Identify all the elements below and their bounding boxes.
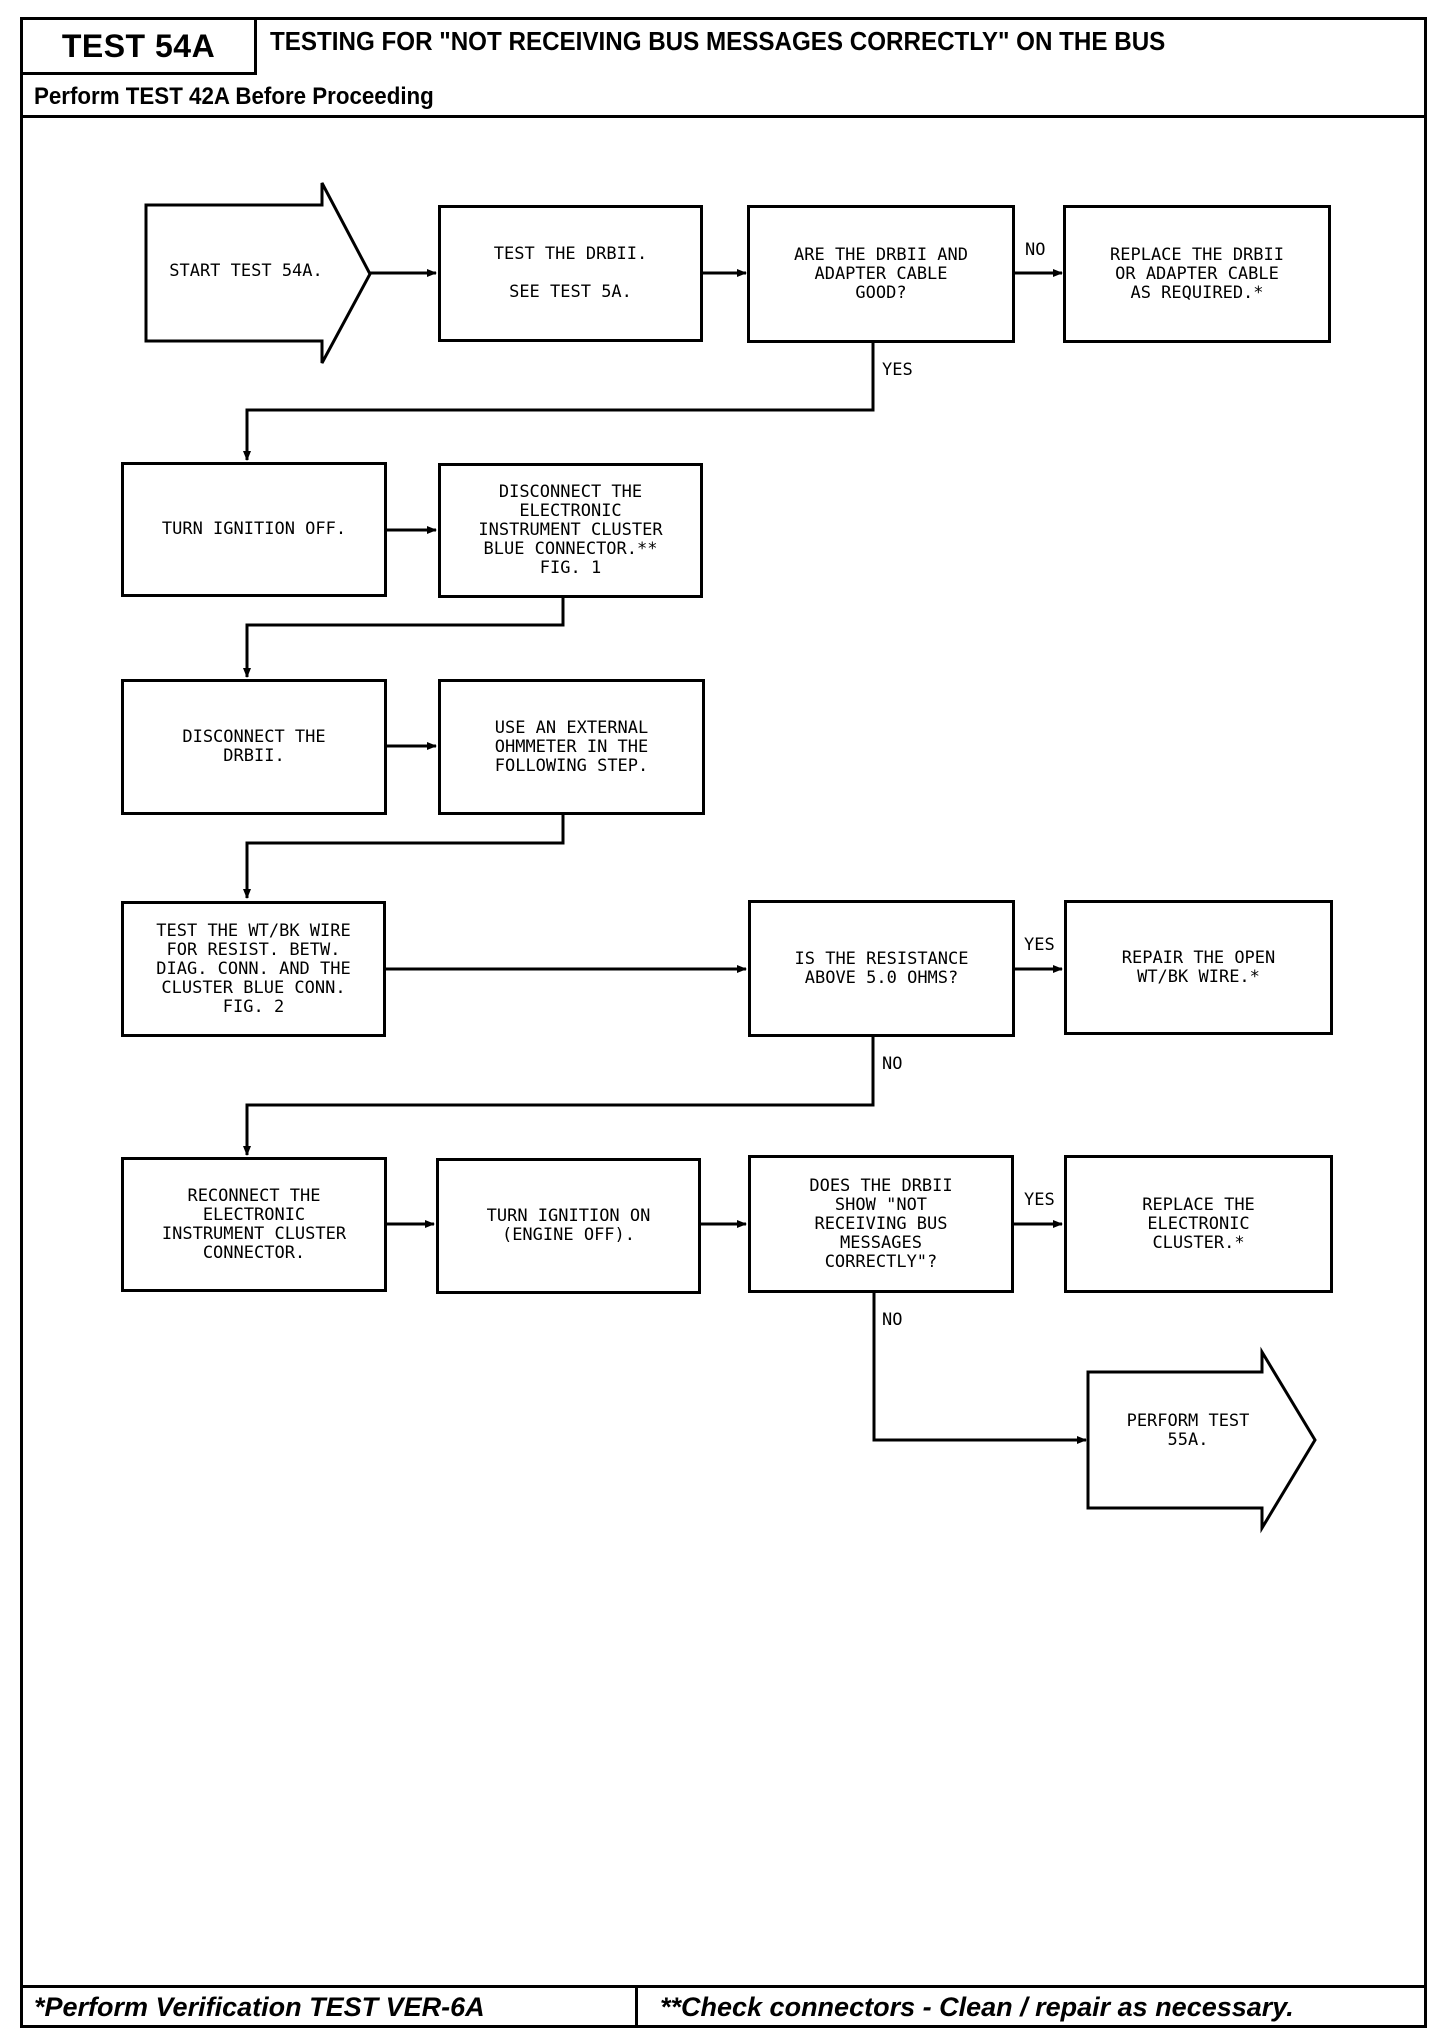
page-frame xyxy=(20,17,1427,2028)
branch-label-yes: YES xyxy=(1024,1190,1055,1210)
page-title: TESTING FOR "NOT RECEIVING BUS MESSAGES … xyxy=(270,26,1166,56)
end-arrow-shape xyxy=(1086,1346,1317,1534)
action-replace-drbii: REPLACE THE DRBII OR ADAPTER CABLE AS RE… xyxy=(1063,205,1331,343)
footer-column-divider xyxy=(635,1985,638,2028)
perform-test-55a-label: PERFORM TEST 55A. xyxy=(1126,1411,1250,1450)
connector-row3-to-row4 xyxy=(243,815,565,899)
start-test-label: START TEST 54A. xyxy=(169,261,323,281)
step-disconnect-cluster-connector: DISCONNECT THE ELECTRONIC INSTRUMENT CLU… xyxy=(438,463,703,598)
footer-divider xyxy=(20,1985,1427,1988)
step-test-drbii: TEST THE DRBII. SEE TEST 5A. xyxy=(438,205,703,342)
footnote-verification: *Perform Verification TEST VER-6A xyxy=(34,1991,485,2022)
step-ignition-on: TURN IGNITION ON (ENGINE OFF). xyxy=(436,1158,701,1294)
footnote-check-connectors: **Check connectors - Clean / repair as n… xyxy=(660,1991,1294,2022)
step-reconnect-cluster: RECONNECT THE ELECTRONIC INSTRUMENT CLUS… xyxy=(121,1157,387,1292)
connector-row2-to-row3 xyxy=(243,598,565,678)
branch-label-no: NO xyxy=(882,1054,903,1074)
branch-label-yes: YES xyxy=(882,360,913,380)
connector-no-to-reconnect xyxy=(243,1037,875,1156)
connector-no-to-perform-55a xyxy=(872,1293,1087,1444)
test-id-label: TEST 54A xyxy=(20,17,257,75)
step-use-ohmmeter: USE AN EXTERNAL OHMMETER IN THE FOLLOWIN… xyxy=(438,679,705,815)
branch-label-no: NO xyxy=(1025,240,1046,260)
branch-label-yes: YES xyxy=(1024,935,1055,955)
step-disconnect-drbii: DISCONNECT THE DRBII. xyxy=(121,679,387,815)
start-arrow-shape xyxy=(144,182,372,364)
connector-yes-to-ignition-off xyxy=(243,342,875,461)
action-repair-open-wire: REPAIR THE OPEN WT/BK WIRE.* xyxy=(1064,900,1333,1035)
question-resistance-above-5: IS THE RESISTANCE ABOVE 5.0 OHMS? xyxy=(748,900,1015,1037)
question-drbii-shows-message: DOES THE DRBII SHOW "NOT RECEIVING BUS M… xyxy=(748,1155,1014,1293)
header-divider xyxy=(20,115,1427,118)
action-replace-cluster: REPLACE THE ELECTRONIC CLUSTER.* xyxy=(1064,1155,1333,1293)
prerequisite-note: Perform TEST 42A Before Proceeding xyxy=(34,83,434,110)
branch-label-no: NO xyxy=(882,1310,903,1330)
step-ignition-off: TURN IGNITION OFF. xyxy=(121,462,387,597)
step-test-wt-bk-wire: TEST THE WT/BK WIRE FOR RESIST. BETW. DI… xyxy=(121,901,386,1037)
question-drbii-cable-good: ARE THE DRBII AND ADAPTER CABLE GOOD? xyxy=(747,205,1015,343)
